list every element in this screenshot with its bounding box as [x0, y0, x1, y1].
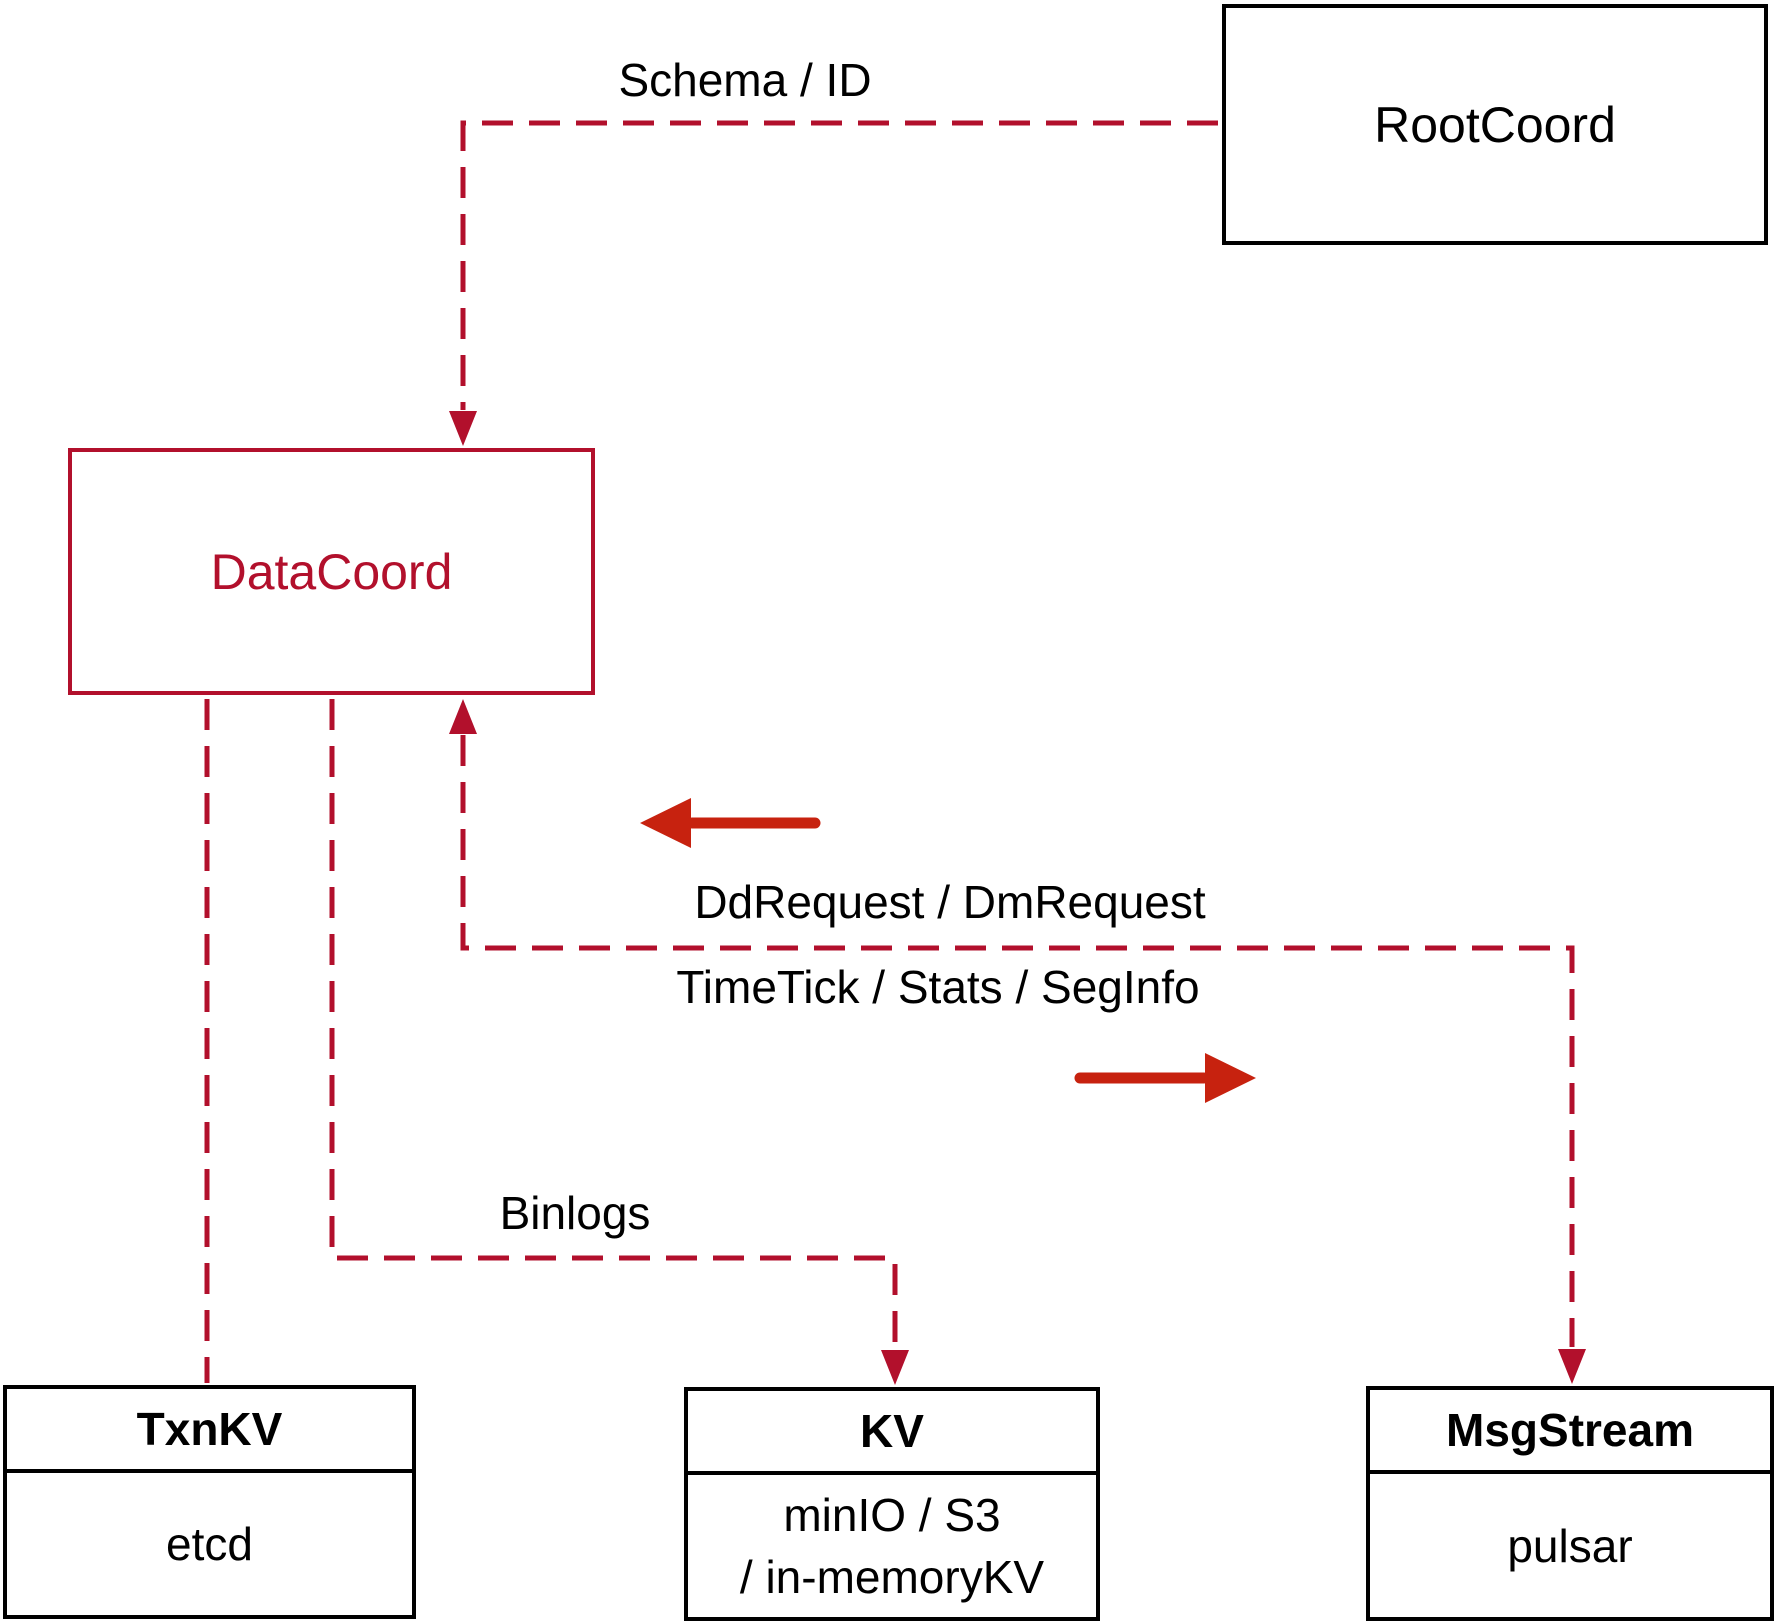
- edge-ddrequest-timetick: [449, 699, 1586, 1384]
- node-txnkv-title: TxnKV: [7, 1389, 412, 1473]
- node-datacoord: DataCoord: [68, 448, 595, 695]
- edge-schema-id-line: [460, 120, 1218, 410]
- node-msgstream: MsgStream pulsar: [1366, 1386, 1774, 1621]
- node-rootcoord: RootCoord: [1222, 4, 1768, 245]
- right-direction-arrow-icon: [1074, 1053, 1256, 1103]
- edge-label-timetick-stats-seginfo: TimeTick / Stats / SegInfo: [676, 961, 1200, 1013]
- node-rootcoord-label: RootCoord: [1374, 96, 1616, 153]
- edge-label-binlogs: Binlogs: [499, 1187, 651, 1239]
- edge-ddrequest-arrowhead-icon: [449, 699, 477, 734]
- node-txnkv-body: etcd: [166, 1518, 253, 1570]
- left-direction-arrow-icon: [640, 798, 821, 848]
- node-kv-title: KV: [688, 1391, 1096, 1475]
- edge-schema-id: [449, 120, 1218, 446]
- edge-binlogs: [329, 699, 909, 1385]
- edge-label-schema-id: Schema / ID: [618, 54, 872, 106]
- edge-binlogs-line: [329, 699, 898, 1348]
- edge-binlogs-arrowhead-icon: [881, 1350, 909, 1385]
- edge-label-ddrequest-dmrequest: DdRequest / DmRequest: [694, 876, 1206, 928]
- node-kv-body-line2: / in-memoryKV: [739, 1551, 1045, 1603]
- node-datacoord-label: DataCoord: [210, 543, 453, 600]
- node-kv: KV minIO / S3 / in-memoryKV: [684, 1387, 1100, 1621]
- node-msgstream-title: MsgStream: [1370, 1390, 1770, 1474]
- edge-msgstream-arrowhead-icon: [1558, 1349, 1586, 1384]
- node-kv-body-line1: minIO / S3: [783, 1489, 1001, 1541]
- edge-ddrequest-timetick-line: [460, 735, 1575, 1347]
- node-txnkv: TxnKV etcd: [3, 1385, 416, 1619]
- node-msgstream-body: pulsar: [1507, 1519, 1633, 1572]
- edge-schema-id-arrowhead-icon: [449, 411, 477, 446]
